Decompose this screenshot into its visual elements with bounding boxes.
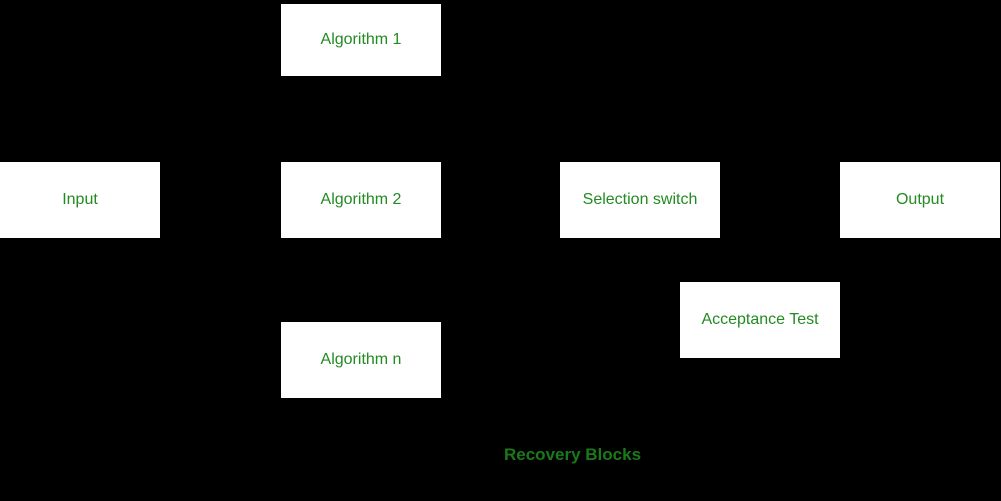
diagram-node-algorithm-n: Algorithm n <box>281 322 441 398</box>
diagram-node-selection-switch: Selection switch <box>560 162 720 238</box>
diagram-node-acceptance-test: Acceptance Test <box>680 282 840 358</box>
diagram-node-algorithm-2: Algorithm 2 <box>281 162 441 238</box>
diagram-node-output: Output <box>840 162 1000 238</box>
diagram-node-algorithm-1: Algorithm 1 <box>281 4 441 76</box>
diagram-node-input: Input <box>0 162 160 238</box>
diagram-caption: Recovery Blocks <box>504 445 642 464</box>
